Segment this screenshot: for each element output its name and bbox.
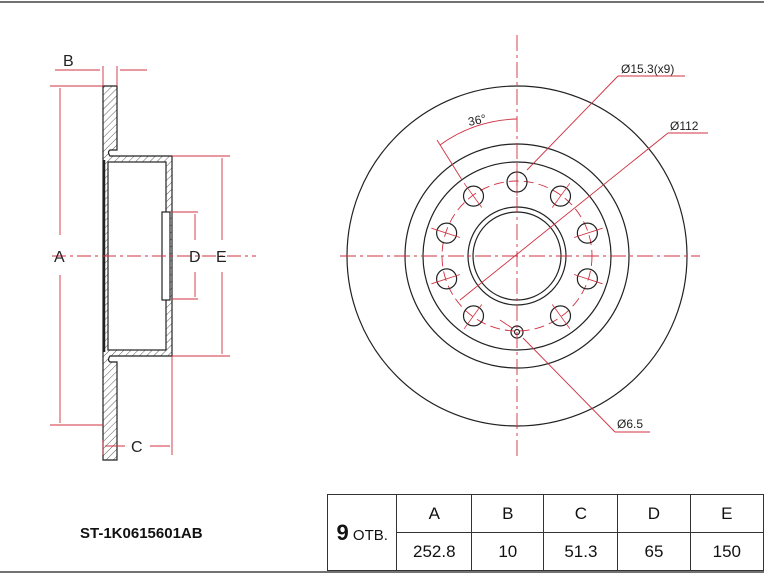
value-d: 65	[617, 532, 691, 571]
dim-label-d: D	[189, 249, 201, 266]
hole-centerline	[463, 182, 483, 208]
value-c: 51.3	[543, 532, 619, 571]
side-dimensions	[50, 66, 256, 455]
hole-centerline	[573, 274, 603, 285]
angle-label: 36°	[467, 111, 488, 129]
dim-label-e: E	[216, 249, 227, 266]
dim-label-c: C	[131, 439, 143, 456]
hole-centerline	[431, 274, 461, 285]
bolt-hole	[462, 185, 485, 207]
bolt-hole	[436, 268, 458, 290]
bolt-holes	[431, 166, 603, 330]
front-dimensions	[340, 35, 708, 460]
hole-centerline	[573, 227, 603, 238]
small-hole-label: Ø6.5	[617, 417, 643, 431]
hole-centerline	[551, 182, 571, 208]
part-number: ST-1K0615601AB	[80, 525, 203, 542]
side-section-view	[102, 85, 173, 461]
bolt-hole-label: Ø15.3(x9)	[621, 62, 674, 76]
bolt-hole	[549, 185, 572, 207]
header-b: B	[471, 494, 545, 533]
pcd-label: Ø112	[670, 119, 699, 133]
value-b: 10	[471, 532, 545, 571]
holes-count-cell: 9 ОТВ.	[326, 494, 398, 571]
header-e: E	[689, 494, 764, 533]
bolt-hole	[462, 305, 485, 327]
header-d: D	[617, 494, 691, 533]
holes-unit: ОТВ.	[352, 526, 388, 544]
bolt-hole	[436, 222, 458, 244]
holes-count: 9	[336, 519, 349, 545]
dim-label-b: B	[63, 53, 74, 70]
bolt-hole	[576, 222, 598, 244]
hole-centerline	[551, 304, 571, 330]
value-e: 150	[689, 532, 764, 571]
bolt-hole	[549, 305, 572, 327]
header-c: C	[543, 494, 619, 533]
hole-centerline	[431, 227, 461, 238]
dimensions-table: 9 ОТВ. A B C D E 252.8 10 51.3 65 150	[326, 494, 764, 571]
hole-centerline	[463, 304, 483, 330]
bolt-hole	[576, 268, 598, 290]
dim-label-a: A	[54, 249, 65, 266]
value-a: 252.8	[396, 532, 473, 571]
header-a: A	[396, 494, 473, 533]
